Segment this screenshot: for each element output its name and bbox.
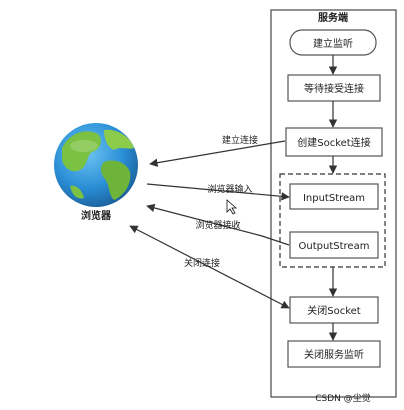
- arrow-browser-input: [146, 183, 290, 201]
- server-frame: [270, 9, 397, 398]
- arrow-browser-input-label: 浏览器输入: [207, 183, 252, 195]
- globe-icon: [54, 123, 138, 207]
- step-box-close-listen: [287, 340, 381, 368]
- step-listen: 建立监听: [313, 37, 353, 50]
- step-inputstream: InputStream: [303, 193, 365, 204]
- step-close-listen: 关闭服务监听: [304, 348, 364, 361]
- arrow-close-connect: [129, 225, 290, 309]
- step-outputstream: OutputStream: [299, 241, 370, 252]
- step-box-wait: [287, 74, 381, 102]
- cursor-icon: [226, 199, 238, 215]
- arrow-connect: [149, 140, 286, 167]
- arrow-close-connect-label: 关闭连接: [184, 257, 220, 269]
- client-label: 浏览器: [81, 209, 112, 222]
- step-box-create-socket: [285, 127, 383, 157]
- server-title: 服务端: [318, 11, 348, 24]
- watermark: CSDN @尘觉: [315, 393, 371, 404]
- step-wait: 等待接受连接: [304, 82, 364, 95]
- step-create-socket: 创建Socket连接: [297, 136, 370, 149]
- step-box-inputstream: [289, 183, 379, 210]
- step-box-close-socket: [289, 296, 379, 324]
- arrow-connect-label: 建立连接: [222, 134, 258, 146]
- arrow-browser-receive-label: 浏览器接收: [195, 219, 240, 231]
- step-close-socket: 关闭Socket: [307, 304, 361, 317]
- step-box-outputstream: [289, 231, 379, 259]
